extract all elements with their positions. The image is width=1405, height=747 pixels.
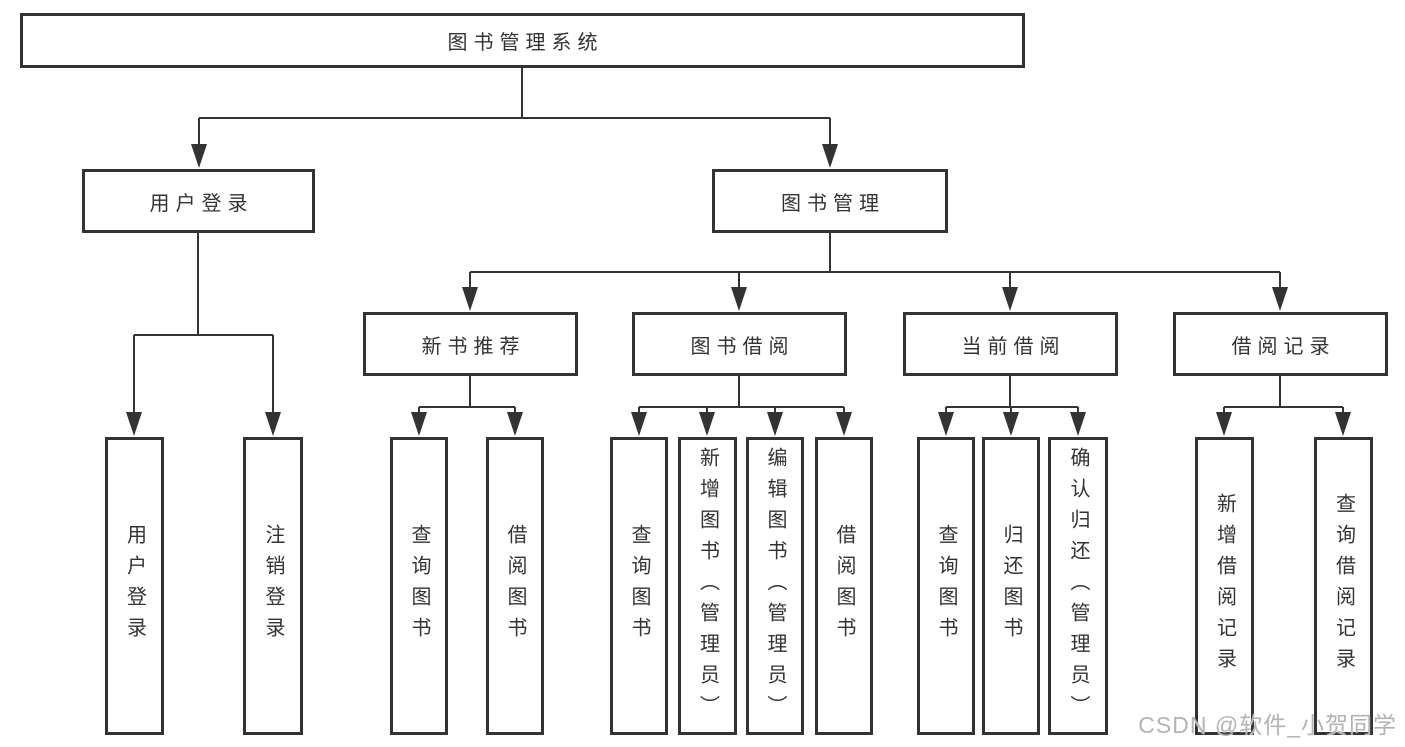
node-label: 借阅图书	[504, 524, 526, 648]
leaf-logout: 注销登录	[243, 437, 303, 735]
arrow-bb-add	[699, 412, 715, 436]
connector-new-book-group	[418, 376, 516, 418]
arrow-bb-edit	[767, 412, 783, 436]
arrow-nb-query	[411, 412, 427, 436]
connector-user-login-group	[133, 233, 274, 418]
node-label: 查询图书	[628, 524, 650, 648]
leaf-edit-book-admin: 编辑图书（管理员）	[746, 437, 804, 735]
node-book-borrowing: 图书借阅	[632, 312, 847, 376]
connector-root-drop	[198, 68, 831, 148]
leaf-add-borrow-record: 新增借阅记录	[1195, 437, 1254, 735]
connector-borrow-records-group	[1223, 376, 1344, 418]
connector-book-borrow-group	[638, 376, 845, 418]
csdn-watermark: CSDN @软件_小贺同学	[1138, 712, 1397, 738]
leaf-borrow-books-borrowing: 借阅图书	[815, 437, 873, 735]
node-new-book-recommendation: 新书推荐	[363, 312, 578, 376]
leaf-query-books-borrowing: 查询图书	[610, 437, 668, 735]
connector-current-borrow-group	[945, 376, 1079, 418]
node-current-borrowing: 当前借阅	[903, 312, 1118, 376]
arrow-bb-borrow	[836, 412, 852, 436]
arrow-br-add	[1216, 412, 1232, 436]
node-label: 图书管理	[781, 192, 885, 215]
node-label: 当前借阅	[961, 335, 1066, 358]
arrow-leaf-user-login	[126, 412, 142, 436]
leaf-add-book-admin: 新增图书（管理员）	[678, 437, 737, 735]
arrow-current-borrow	[1002, 287, 1018, 311]
arrow-br-query	[1335, 412, 1351, 436]
arrow-new-book	[462, 287, 478, 311]
arrow-nb-borrow	[507, 412, 523, 436]
node-label: 确认归还（管理员）	[1067, 446, 1089, 726]
leaf-borrow-books-recommend: 借阅图书	[486, 437, 544, 735]
node-label: 注销登录	[262, 524, 284, 648]
arrow-cb-query	[938, 412, 954, 436]
node-user-login: 用户登录	[82, 169, 315, 233]
node-label: 新增借阅记录	[1213, 493, 1236, 679]
node-borrowing-records: 借阅记录	[1173, 312, 1388, 376]
node-label: 新书推荐	[421, 335, 526, 358]
connector-book-management-group	[469, 233, 1281, 292]
node-label: 图书管理系统	[447, 32, 604, 54]
node-label: 编辑图书（管理员）	[764, 446, 786, 726]
node-label: 查询借阅记录	[1332, 493, 1355, 679]
leaf-return-books: 归还图书	[982, 437, 1040, 735]
node-label: 新增图书（管理员）	[696, 446, 719, 726]
arrow-book-management	[822, 144, 838, 168]
leaf-confirm-return-admin: 确认归还（管理员）	[1048, 437, 1108, 735]
arrow-user-login	[191, 144, 207, 168]
node-label: 借阅图书	[833, 524, 855, 648]
arrow-cb-confirm	[1070, 412, 1086, 436]
leaf-query-books-recommend: 查询图书	[390, 437, 448, 735]
leaf-user-login: 用户登录	[105, 437, 164, 735]
node-label: 图书借阅	[690, 335, 795, 358]
node-label: 用户登录	[149, 192, 254, 215]
leaf-query-books-current: 查询图书	[917, 437, 975, 735]
arrow-leaf-logout	[265, 412, 281, 436]
arrow-cb-return	[1003, 412, 1019, 436]
node-label: 归还图书	[1000, 524, 1022, 648]
leaf-query-borrow-record: 查询借阅记录	[1314, 437, 1373, 735]
node-book-management: 图书管理	[712, 169, 948, 233]
node-label: 查询图书	[408, 524, 430, 648]
node-label: 用户登录	[123, 524, 146, 648]
node-label: 查询图书	[935, 524, 957, 648]
arrow-borrow-records	[1272, 287, 1288, 311]
node-label: 借阅记录	[1231, 335, 1336, 358]
node-root: 图书管理系统	[20, 13, 1025, 68]
arrow-book-borrow	[731, 287, 747, 311]
arrow-bb-query	[631, 412, 647, 436]
